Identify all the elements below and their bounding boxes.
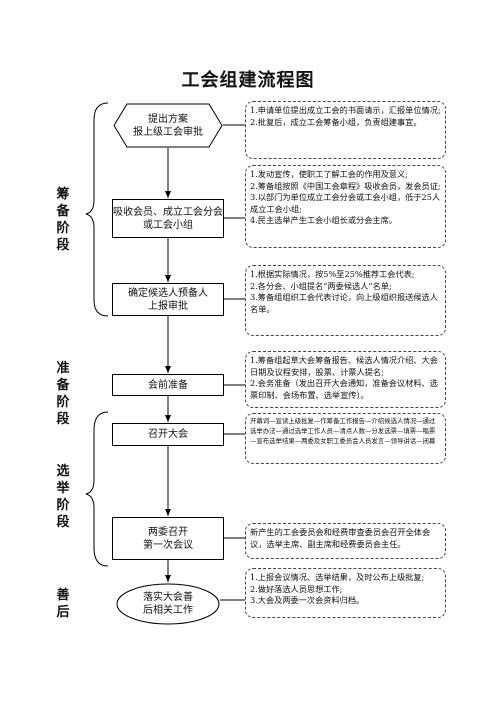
note-line: 2.做好落选人员思想工作; bbox=[250, 583, 343, 594]
step-text: 两委召开 bbox=[148, 526, 188, 538]
phase-char: 善 bbox=[56, 588, 70, 603]
step-text: 召开大会 bbox=[148, 429, 188, 440]
phase-char: 备 bbox=[56, 378, 70, 393]
note-line: 4.民主选举产生工会小组长或分会主席。 bbox=[250, 215, 397, 225]
note-line: 3.大会及两委一次会资料归档。 bbox=[250, 595, 365, 605]
step-follow-up: 落实大会善 后相关工作 bbox=[116, 583, 220, 625]
step-pre-meeting: 会前准备 bbox=[112, 374, 224, 396]
note-line: 2.各分会、小组提名“两委候选人”名单; bbox=[250, 280, 392, 291]
step-candidates: 确定候选人预备人 上报审批 bbox=[112, 283, 224, 316]
note-line: 1.上报会议情况、选举结果，及时公布上级批复; bbox=[250, 572, 425, 582]
phase-char: 阶 bbox=[56, 221, 70, 236]
phase-label-after: 善 后 bbox=[52, 587, 74, 621]
note-line: 2.批复后，成立工会筹备小组，负责组建事宜。 bbox=[250, 116, 422, 127]
note-propose-plan: 1.申请单位提出成立工会的书面请示，汇报单位情况; 2.批复后，成立工会筹备小组… bbox=[245, 101, 446, 159]
step-text: 上报审批 bbox=[148, 300, 188, 312]
step-recruit-members: 吸收会员、成立工会分会 或工会小组 bbox=[112, 199, 224, 238]
phase-label-election: 选 举 阶 段 bbox=[52, 463, 74, 531]
step-text: 后相关工作 bbox=[143, 605, 193, 616]
phase-char: 阶 bbox=[56, 395, 70, 410]
phase-char: 准 bbox=[56, 361, 70, 376]
note-line: 1.申请单位提出成立工会的书面请示，汇报单位情况; bbox=[250, 105, 441, 115]
phase-char: 段 bbox=[56, 515, 70, 530]
step-text: 确定候选人预备人 bbox=[128, 287, 208, 299]
note-line: 3.筹备组组织工会代表讨论，向上级组织报送候选人名单。 bbox=[250, 292, 438, 314]
note-first-committee-meeting: 新产生的工会委员会和经费审查委员会召开全体会议，选举主席、副主席和经费委员会主任… bbox=[245, 523, 446, 559]
phase-char: 举 bbox=[56, 481, 70, 496]
note-recruit-members: 1.发动宣传，使职工了解工会的作用及意义; 2.筹备组按照《中国工会章程》吸收会… bbox=[245, 165, 446, 248]
note-pre-meeting: 1.筹备组起草大会筹备报告、候选人情况介绍、大会日期及议程安排，股票、计票人提名… bbox=[245, 351, 446, 408]
step-text: 提出方案 bbox=[148, 113, 188, 125]
step-hold-meeting: 召开大会 bbox=[112, 423, 224, 446]
phase-char: 筹 bbox=[56, 187, 70, 202]
phase-char: 阶 bbox=[56, 498, 70, 513]
note-line: 1.根据实际情况，按5%至25%推荐工会代表; bbox=[250, 269, 415, 279]
phase-char: 备 bbox=[56, 204, 70, 219]
hexagon-shape bbox=[113, 103, 223, 148]
step-first-committee-meeting: 两委召开 第一次会议 bbox=[112, 517, 224, 560]
phase-char: 选 bbox=[56, 464, 70, 479]
note-line: 1.发动宣传，使职工了解工会的作用及意义; bbox=[250, 169, 408, 179]
note-line: 1.筹备组起草大会筹备报告、候选人情况介绍、大会日期及议程安排，股票、计票人提名… bbox=[250, 355, 438, 377]
phase-char: 段 bbox=[56, 238, 70, 253]
step-text: 报上级工会审批 bbox=[133, 126, 203, 138]
step-text: 会前准备 bbox=[148, 379, 188, 391]
note-follow-up: 1.上报会议情况、选举结果，及时公布上级批复; 2.做好落选人员思想工作; 3.… bbox=[245, 568, 446, 618]
note-line: 2.筹备组按照《中国工会章程》吸收会员，发会员证; bbox=[250, 180, 441, 191]
note-line: 2.会务准备（发出召开大会通知，准备会议材料、选票印制、会场布置、选举宣传）。 bbox=[250, 378, 438, 400]
step-propose-plan: 提出方案 报上级工会审批 bbox=[113, 103, 223, 148]
phase-char: 后 bbox=[56, 605, 70, 620]
note-candidates: 1.根据实际情况，按5%至25%推荐工会代表; 2.各分会、小组提名“两委候选人… bbox=[245, 265, 446, 336]
note-hold-meeting: 开幕词—宣读上级批复—作筹备工作报告—介绍候选人情况—通过选举办法—通过选举工作… bbox=[245, 413, 446, 464]
phase-label-ready: 准 备 阶 段 bbox=[52, 360, 74, 428]
note-line: 3.以部门为单位成立工会分会或工会小组，低于25人成立工会小组; bbox=[250, 192, 441, 214]
phase-char: 段 bbox=[56, 412, 70, 427]
brace-prep bbox=[85, 102, 109, 317]
note-line: 新产生的工会委员会和经费审查委员会召开全体会议，选举主席、副主席和经费委员会主任… bbox=[250, 527, 431, 549]
brace-election bbox=[85, 411, 109, 567]
step-text: 吸收会员、成立工会分会 bbox=[113, 206, 223, 218]
page-title: 工会组建流程图 bbox=[181, 70, 315, 91]
ellipse-shape bbox=[116, 583, 220, 625]
step-text: 落实大会善 bbox=[143, 592, 193, 603]
phase-label-prep: 筹 备 阶 段 bbox=[52, 186, 74, 254]
note-line: 开幕词—宣读上级批复—作筹备工作报告—介绍候选人情况—通过选举办法—通过选举工作… bbox=[250, 417, 436, 445]
step-text: 第一次会议 bbox=[143, 539, 193, 551]
step-text: 或工会小组 bbox=[143, 219, 193, 231]
